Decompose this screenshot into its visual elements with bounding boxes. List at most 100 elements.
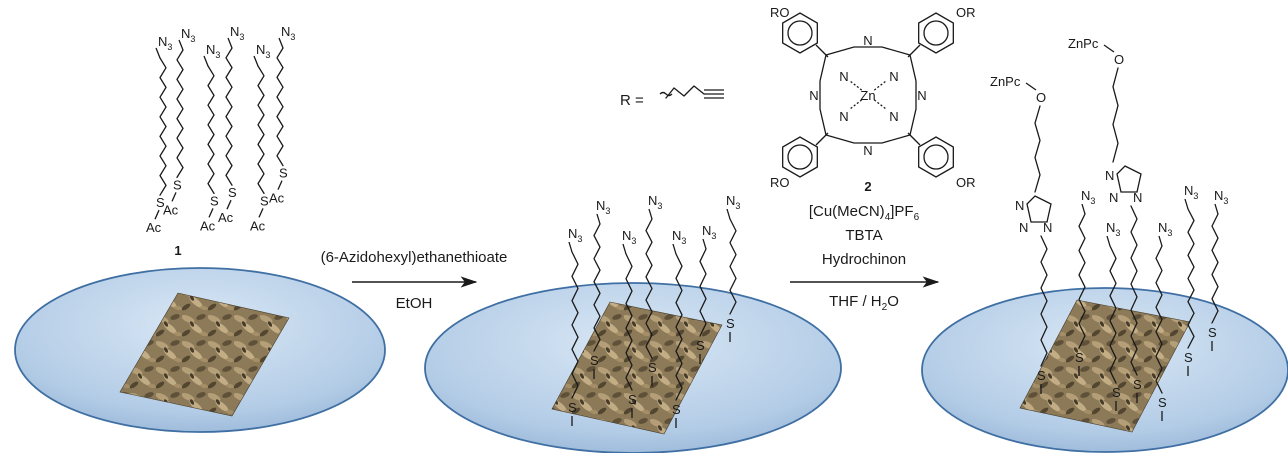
azide-bond [203,55,209,67]
alkyl-chain [225,47,233,186]
thioester-bond [171,192,177,202]
azide-group: N3 [1081,188,1095,206]
azide-bond [1214,203,1219,215]
alkyl-chain [675,253,683,401]
sulfur-atom: S [648,360,657,375]
thioester-bond [208,208,214,218]
sulfur-atom: S [1158,395,1167,410]
r-definition-label: R = [620,92,644,109]
sulfur-atom: S [1184,350,1193,365]
azide-bond [1158,235,1163,247]
sulfur-atom: S [1208,325,1217,340]
nitrogen-atom: N [809,88,818,103]
alkyl-chain [625,253,633,391]
step2-solvent: THF / H2O [829,293,899,313]
benzo-ring [782,136,818,178]
step2-ligand: TBTA [845,227,882,244]
compound-2-number: 2 [864,179,871,194]
sulfur-atom: S [672,402,681,417]
azide-group: N3 [206,42,220,60]
alkyl-chain [159,57,167,196]
triazole-nitrogen: N [1109,190,1118,205]
r-substituent [659,85,724,99]
core-bond [815,44,829,58]
azide-group: N3 [726,193,740,211]
oxygen-atom: O [1036,90,1046,105]
triazole-ring [1116,165,1142,193]
alkyl-chain [645,218,653,359]
sulfur-atom: S [568,400,577,415]
azide-group: N3 [1158,220,1172,238]
sulfur-atom: S [210,193,219,208]
aromatic-circle [923,144,949,170]
azide-bond [1081,203,1086,215]
azide-group: N3 [702,223,716,241]
alkyl-chain [207,65,215,195]
azide-bond [1184,198,1189,210]
azide-group: N3 [622,228,636,246]
zinc-atom: Zn [860,88,875,103]
thioester-bond [277,180,283,190]
azide-group: N3 [672,228,686,246]
compound-1-number: 1 [174,243,181,258]
alkoxy-group: OR [956,5,976,20]
sulfur-atom: S [696,338,705,353]
sulfur-atom: S [628,392,637,407]
alkyl-chain [593,223,601,352]
alkyl-chain [1155,245,1163,394]
step2-catalyst: [Cu(MeCN)4]PF6 [809,203,920,223]
azide-group: N3 [1214,188,1228,206]
linker-chain [1034,105,1041,193]
core-bond [907,44,921,58]
nitrogen-atom: N [839,109,848,124]
oxygen-atom: O [1114,52,1124,67]
azide-group: N3 [158,34,172,52]
sulfur-atom: S [590,353,599,368]
benzo-ring [918,12,954,54]
sulfur-atom: S [1037,368,1046,383]
aromatic-circle [787,144,813,170]
azide-bond [1106,235,1111,247]
acetyl-group: Ac [269,191,285,206]
ether-bond [1103,44,1115,53]
nitrogen-atom: N [917,88,926,103]
azide-group: N3 [1184,183,1198,201]
acetyl-group: Ac [163,202,179,217]
sulfur-atom: S [1112,385,1121,400]
alkoxy-group: OR [956,175,976,190]
sulfur-atom: S [260,193,269,208]
alkyl-chain [276,47,284,167]
aromatic-circle [787,20,813,46]
thioester-bond [258,208,264,218]
nitrogen-atom: N [839,69,848,84]
nitrogen-atom: N [889,69,898,84]
alkyl-chain [571,251,579,399]
azide-group: N3 [281,24,295,42]
alkyl-chain [1040,235,1048,367]
azide-group: N3 [1106,220,1120,238]
alkyl-chain [699,248,707,337]
azide-bond [278,37,284,49]
substrate-bare [119,292,290,417]
core-bond [815,132,829,146]
thioester-bond [154,209,160,220]
azide-group: N3 [181,26,195,44]
azide-bond [622,243,627,255]
step1-solvent: EtOH [396,295,433,312]
azide-bond [596,213,601,225]
sulfur-atom: S [156,195,165,210]
nitrogen-atom: N [889,109,898,124]
azide-group: N3 [230,24,244,42]
triazole-nitrogen: N [1019,220,1028,235]
acetyl-group: Ac [200,218,216,233]
coordination-bond [873,80,887,91]
coordination-bond [849,80,863,91]
aromatic-circle [923,20,949,46]
alkyl-chain [1109,245,1117,384]
azide-bond [155,47,161,59]
